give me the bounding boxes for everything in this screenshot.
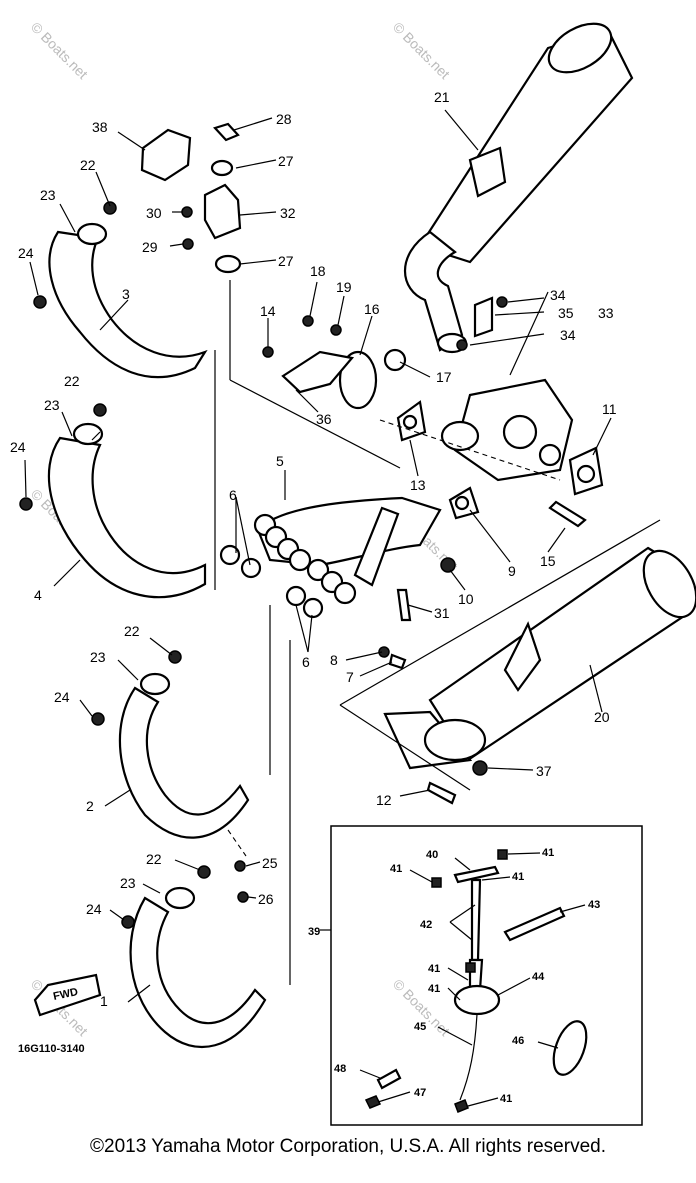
callout-34b: 34 (560, 327, 576, 343)
muffler-lower (383, 546, 696, 770)
callout-37: 37 (536, 763, 552, 779)
callout-34a: 34 (550, 287, 566, 303)
callout-6a: 6 (229, 487, 237, 503)
callout-36: 36 (316, 411, 332, 427)
callout-47: 47 (414, 1087, 426, 1099)
callout-11: 11 (602, 401, 617, 417)
callout-43: 43 (588, 899, 600, 911)
callout-32: 32 (280, 205, 296, 221)
callout-23a: 23 (40, 187, 56, 203)
callout-7: 7 (346, 669, 354, 685)
callout-15: 15 (540, 553, 556, 569)
callout-23c: 23 (90, 649, 106, 665)
callout-21: 21 (434, 89, 450, 105)
forward-arrow: FWD (33, 973, 102, 1017)
callout-6b: 6 (302, 654, 310, 670)
callout-39: 39 (308, 926, 320, 938)
callout-9: 9 (508, 563, 516, 579)
callout-42: 42 (420, 919, 432, 931)
callout-30: 30 (146, 205, 162, 221)
callout-44: 44 (532, 971, 545, 983)
diagram-code: 16G110-3140 (18, 1043, 85, 1055)
callout-45: 45 (414, 1021, 426, 1033)
callout-23d: 23 (120, 875, 136, 891)
callout-41d: 41 (428, 963, 440, 975)
callout-41f: 41 (500, 1093, 512, 1105)
callout-5: 5 (276, 453, 284, 469)
callout-24d: 24 (86, 901, 102, 917)
callout-35: 35 (558, 305, 574, 321)
upper-brackets (140, 122, 242, 274)
callout-24c: 24 (54, 689, 70, 705)
watermark: © Boats.net (28, 19, 91, 82)
callout-20: 20 (594, 709, 610, 725)
callout-12: 12 (376, 792, 392, 808)
callout-1: 1 (100, 993, 108, 1009)
exhaust-pipes (19, 201, 267, 1048)
leader-lines (24, 109, 612, 1003)
callout-27b: 27 (278, 253, 294, 269)
callout-46: 46 (512, 1035, 524, 1047)
joint-and-bracket (262, 315, 407, 410)
callout-29: 29 (142, 239, 158, 255)
callout-17: 17 (436, 369, 452, 385)
callout-38: 38 (92, 119, 108, 135)
callout-24a: 24 (18, 245, 34, 261)
callout-22c: 22 (124, 623, 140, 639)
callout-41a: 41 (390, 863, 402, 875)
callout-25: 25 (262, 855, 278, 871)
callout-10: 10 (458, 591, 474, 607)
callout-labels: 1 2 3 4 5 6 6 7 8 9 10 11 12 13 14 15 16… (10, 89, 617, 1105)
callout-4: 4 (34, 587, 42, 603)
callout-14: 14 (260, 303, 276, 319)
callout-22a: 22 (80, 157, 96, 173)
watermark: © Boats.net (390, 19, 453, 82)
callout-13: 13 (410, 477, 426, 493)
inset-box (320, 825, 643, 1126)
callout-2: 2 (86, 798, 94, 814)
callout-18: 18 (310, 263, 326, 279)
copyright-notice: ©2013 Yamaha Motor Corporation, U.S.A. A… (90, 1136, 606, 1157)
callout-48: 48 (334, 1063, 346, 1075)
callout-41e: 41 (428, 983, 440, 995)
exhaust-collector (440, 296, 574, 482)
callout-33: 33 (598, 305, 614, 321)
callout-19: 19 (336, 279, 352, 295)
callout-24b: 24 (10, 439, 26, 455)
callout-16: 16 (364, 301, 380, 317)
callout-41c: 41 (512, 871, 524, 883)
callout-28: 28 (276, 111, 292, 127)
callout-8: 8 (330, 652, 338, 668)
callout-22d: 22 (146, 851, 162, 867)
callout-41b: 41 (542, 847, 554, 859)
muffler-upper (404, 22, 634, 354)
callout-23b: 23 (44, 397, 60, 413)
callout-31: 31 (434, 605, 450, 621)
callout-27a: 27 (278, 153, 294, 169)
callout-40: 40 (426, 849, 438, 861)
header-pipe-assy (219, 496, 442, 619)
forward-arrow-label: FWD (52, 986, 79, 1003)
bolts (378, 500, 587, 805)
callout-3: 3 (122, 286, 130, 302)
assembly-lines (214, 280, 661, 985)
callout-26: 26 (258, 891, 274, 907)
callout-22b: 22 (64, 373, 80, 389)
